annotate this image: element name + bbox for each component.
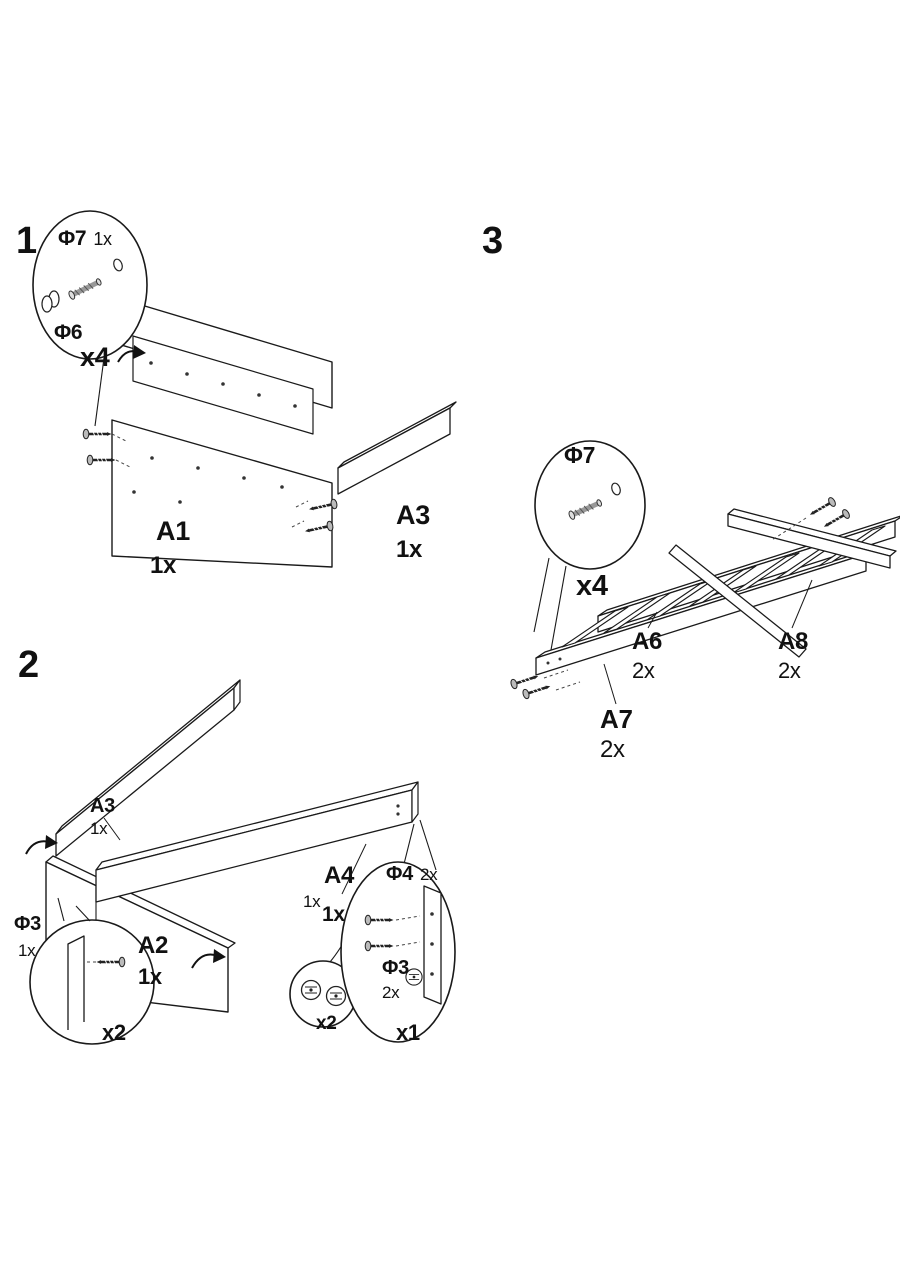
dashed-guide bbox=[295, 500, 309, 508]
step1-number: 1 bbox=[16, 220, 37, 262]
leader-line bbox=[791, 579, 813, 629]
step2-part-label-a3: A3 bbox=[90, 795, 115, 817]
arrowhead bbox=[45, 835, 58, 849]
step2-phi3-left-qty: 1x bbox=[18, 941, 36, 960]
step2-phi3-right-qty: 2x bbox=[382, 983, 400, 1002]
cam-lock-icon bbox=[325, 985, 347, 1007]
slat bbox=[603, 592, 671, 634]
dashed-guide bbox=[555, 681, 581, 691]
step2-part-qty-a3: 1x bbox=[90, 819, 108, 838]
cam-lock-icon bbox=[300, 979, 322, 1001]
screw-icon bbox=[520, 680, 554, 701]
leader-line bbox=[94, 357, 105, 427]
washer-icon bbox=[41, 295, 53, 313]
board-a8-top-face bbox=[727, 513, 891, 569]
rail-a3-step2-face bbox=[55, 687, 235, 857]
screw-icon bbox=[806, 495, 839, 521]
part-label-a6: A6 bbox=[632, 628, 663, 655]
part-qty2-a4: 1x bbox=[322, 903, 345, 926]
part-label-a3: A3 bbox=[396, 500, 430, 530]
dashed-guide bbox=[115, 459, 133, 469]
step1-art bbox=[32, 210, 457, 568]
step3-phi7-label: Φ7 bbox=[564, 442, 596, 468]
rail-a7-near-face bbox=[535, 553, 867, 676]
phi4-text: Φ4 bbox=[386, 863, 413, 885]
leader-line bbox=[647, 611, 658, 629]
hole-dots-inner bbox=[149, 361, 297, 408]
leader-line bbox=[603, 663, 617, 705]
arrowhead bbox=[213, 949, 226, 963]
dashed-guide bbox=[111, 433, 129, 443]
step1-phi6-label: Φ6 bbox=[54, 321, 83, 344]
hole-dot bbox=[396, 812, 400, 816]
step3-art bbox=[508, 440, 900, 705]
screw-icon bbox=[508, 670, 542, 691]
board-a8-diagonal bbox=[668, 544, 807, 658]
step2-phi3-left-label: Φ3 bbox=[14, 913, 41, 935]
screw-icon bbox=[81, 427, 113, 441]
leader-line bbox=[57, 897, 65, 922]
phi7-qty: 1x bbox=[93, 229, 112, 249]
dashed-guide bbox=[543, 669, 569, 679]
step2-times1-label: x1 bbox=[396, 1020, 420, 1045]
part-qty-a1: 1x bbox=[150, 552, 177, 579]
board-corner-detail bbox=[67, 935, 85, 1030]
part-label-a4: A4 bbox=[324, 862, 355, 889]
part-qty-a7: 2x bbox=[600, 736, 625, 763]
hole-dot bbox=[558, 657, 562, 661]
washer-icon bbox=[113, 258, 123, 272]
hole-dot bbox=[430, 972, 434, 976]
step2-times2-left-label: x2 bbox=[102, 1020, 126, 1045]
part-qty-a2: 1x bbox=[138, 964, 162, 989]
washer-icon bbox=[611, 482, 621, 496]
rail-a3-step2-end bbox=[233, 679, 241, 711]
leader-line bbox=[533, 557, 550, 633]
panel-a1 bbox=[111, 419, 333, 568]
screw-icon bbox=[85, 453, 117, 467]
rail-a3-face bbox=[337, 407, 451, 495]
rail-near-end bbox=[411, 781, 419, 823]
part-qty-a8: 2x bbox=[778, 658, 801, 683]
slat bbox=[732, 552, 800, 594]
step1-phi7-label: Φ7 1x bbox=[58, 228, 112, 249]
hole-dot bbox=[430, 912, 434, 916]
part-qty-a4: 1x bbox=[303, 892, 321, 911]
dashed-guide bbox=[395, 941, 421, 947]
part-qty-a3: 1x bbox=[396, 536, 423, 563]
step2-phi4-label: Φ4 2x bbox=[386, 863, 438, 885]
slat bbox=[561, 606, 629, 648]
hole-dot bbox=[546, 661, 550, 665]
arrowhead bbox=[133, 345, 146, 359]
screw-icon bbox=[820, 507, 853, 533]
part-label-a8: A8 bbox=[778, 628, 809, 655]
dashed-guide bbox=[291, 520, 305, 528]
hole-dot bbox=[430, 942, 434, 946]
step3-number: 3 bbox=[482, 220, 503, 262]
phi7-text: Φ7 bbox=[58, 227, 87, 250]
leader-line bbox=[341, 843, 367, 895]
hole-dot bbox=[396, 804, 400, 808]
step2-number: 2 bbox=[18, 644, 39, 686]
part-label-a2: A2 bbox=[138, 932, 169, 959]
step3-times4-label: x4 bbox=[576, 570, 608, 602]
phi4-qty: 2x bbox=[419, 865, 438, 884]
part-qty-a6: 2x bbox=[632, 658, 655, 683]
leader-line bbox=[103, 817, 121, 841]
part-label-a1: A1 bbox=[156, 516, 190, 546]
leader-line bbox=[403, 823, 415, 865]
step1-times4-label: x4 bbox=[80, 342, 110, 372]
hole-dots-a1 bbox=[132, 456, 284, 504]
step2-phi3-right-label: Φ3 bbox=[382, 957, 409, 979]
step2-times2-mid-label: x2 bbox=[316, 1013, 337, 1034]
step2-art bbox=[25, 679, 456, 1045]
leader-line bbox=[550, 565, 567, 651]
part-label-a7: A7 bbox=[600, 704, 633, 734]
dashed-guide bbox=[771, 517, 807, 541]
callout-circle-left bbox=[29, 919, 155, 1045]
dashed-guide bbox=[395, 915, 421, 921]
leader-line bbox=[419, 819, 437, 871]
leader-line bbox=[75, 905, 91, 922]
